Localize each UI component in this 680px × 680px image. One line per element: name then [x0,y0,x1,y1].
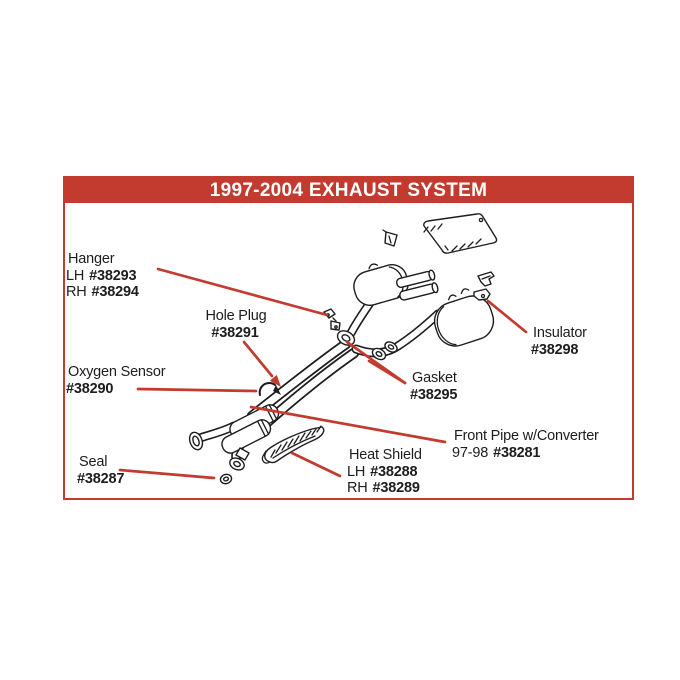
drawing-seal-ring [219,473,233,485]
part-number-line: #38287 [77,470,125,487]
drawing-heat-shield-part [261,425,325,464]
part-number-line: #38291 [211,324,259,341]
part-name: Hole Plug [205,308,267,324]
part-name: Hanger [68,251,115,267]
drawing-gasket-rings [336,330,398,361]
part-number-line: #38295 [410,386,458,403]
part-number-line: LH#38293 [66,267,137,284]
callout-leaders [118,267,528,480]
drawing-hanger-bracket [323,308,341,331]
page-title: 1997-2004 EXHAUST SYSTEM [209,179,488,201]
leader-hole-plug-arrowhead [269,374,281,387]
diagram-frame: 1997-2004 EXHAUST SYSTEM [63,176,634,500]
leader-heat-shield [290,451,342,478]
drawing-catalytic-converters [221,404,280,461]
leader-insulator [486,299,528,334]
drawing-oxygen-sensor [258,382,281,396]
drawing-front-flanges [188,431,245,471]
part-name: Gasket [412,370,457,386]
drawing-insulator-brackets [473,271,495,301]
leader-seal [118,468,216,480]
label-seal: Seal #38287 [77,454,124,487]
part-number-line: RH#38289 [347,480,420,496]
label-hole-plug: Hole Plug #38291 [189,308,281,341]
drawing-muffler-heat-shield-panel [382,213,498,254]
part-name: Insulator [533,325,587,341]
leader-hanger [156,267,329,317]
label-heat-shield: Heat Shield LH#38288 RH#38289 [347,447,422,497]
part-name: Seal [79,454,108,470]
part-name: Heat Shield [349,447,422,463]
leader-hole-plug [242,340,274,378]
label-oxygen-sensor: Oxygen Sensor #38290 [66,364,166,397]
label-insulator: Insulator #38298 [531,325,587,358]
title-banner: 1997-2004 EXHAUST SYSTEM [65,178,632,203]
part-number-line: #38290 [66,380,114,397]
leader-front-pipe [249,405,447,444]
part-number-line: #38298 [531,341,579,358]
leader-gasket-2 [367,359,407,385]
drawing-exhaust-tips-lh [395,269,439,301]
drawing-rear-muffler-rh [433,288,495,347]
leader-oxygen-sensor [136,387,258,393]
label-gasket: Gasket #38295 [410,370,457,403]
label-hanger: Hanger LH#38293 RH#38294 [66,251,139,301]
part-name: Oxygen Sensor [68,364,166,380]
part-name: Front Pipe w/Converter [454,428,599,444]
part-number-line: RH#38294 [66,284,139,300]
label-front-pipe-converter: Front Pipe w/Converter 97-98#38281 [452,428,599,461]
part-number-line: LH#38288 [347,463,418,480]
part-number-line: 97-98#38281 [452,444,541,461]
